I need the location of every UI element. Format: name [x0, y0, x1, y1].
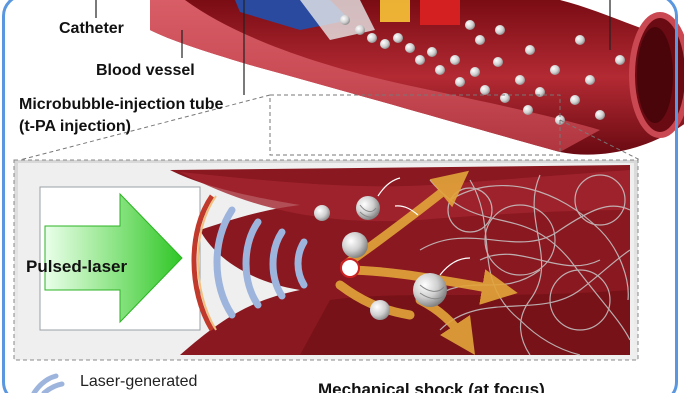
blood-vessel-top [150, 0, 684, 155]
label-mechanical-shock: Mechanical shock (at focus) [318, 380, 545, 393]
label-tpa-injection: (t-PA injection) [19, 118, 131, 136]
label-catheter: Catheter [59, 20, 124, 38]
pressure-wave-legend-icon [34, 376, 62, 393]
label-blood-vessel: Blood vessel [96, 62, 195, 80]
legend-laser-generated: Laser-generated [80, 373, 197, 391]
label-pulsed-laser: Pulsed-laser [26, 257, 127, 277]
label-microbubble-tube: Microbubble-injection tube [19, 96, 223, 114]
